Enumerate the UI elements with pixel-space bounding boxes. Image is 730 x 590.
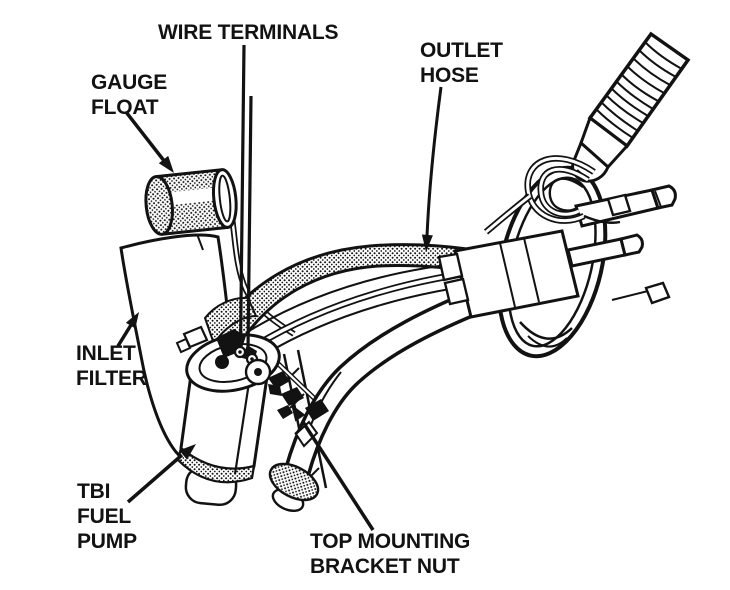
wiring-loops <box>483 155 621 235</box>
label-line: GAUGE <box>91 71 168 94</box>
outlet-hose-drawing <box>571 31 691 183</box>
return-tube <box>268 287 486 513</box>
wire-terminals-leader <box>238 44 253 351</box>
label-tbi-fuel-pump: TBI FUEL PUMP <box>77 479 137 554</box>
label-gauge-float: GAUGE FLOAT <box>91 70 167 120</box>
outlet-hose-leader <box>421 86 443 252</box>
label-line: PUMP <box>77 530 137 553</box>
label-top-mounting-bracket-nut: TOP MOUNTING BRACKET NUT <box>310 529 470 579</box>
label-inlet-filter: INLET FILTER <box>76 341 147 391</box>
inlet-filter-leader <box>116 312 139 347</box>
callout-leaders <box>116 44 443 531</box>
label-line: WIRE TERMINALS <box>158 21 339 44</box>
label-line: BRACKET NUT <box>310 555 460 578</box>
gauge-float-drawing <box>144 168 238 236</box>
hose-ribs <box>595 41 683 139</box>
bracket-nut-leader <box>291 404 375 531</box>
top-mounting-bracket-nut-drawing <box>268 371 304 419</box>
label-line: OUTLET <box>420 39 503 62</box>
label-line: FLOAT <box>91 96 159 119</box>
outlet-port-tube <box>574 184 677 228</box>
label-wire-terminals: WIRE TERMINALS <box>158 20 339 45</box>
pump-head <box>175 325 282 396</box>
label-line: INLET <box>76 342 136 365</box>
label-line: TBI <box>77 480 111 503</box>
label-line: TOP MOUNTING <box>310 530 471 553</box>
hose-clamp-block <box>437 229 580 319</box>
label-line: HOSE <box>420 64 479 87</box>
label-line: FILTER <box>76 367 147 390</box>
label-outlet-hose: OUTLET HOSE <box>420 38 503 88</box>
gauge-float-leader <box>124 110 174 173</box>
tbi-fuel-pump-leader <box>126 444 196 504</box>
return-port-tube <box>566 233 644 268</box>
label-line: FUEL <box>77 505 132 528</box>
